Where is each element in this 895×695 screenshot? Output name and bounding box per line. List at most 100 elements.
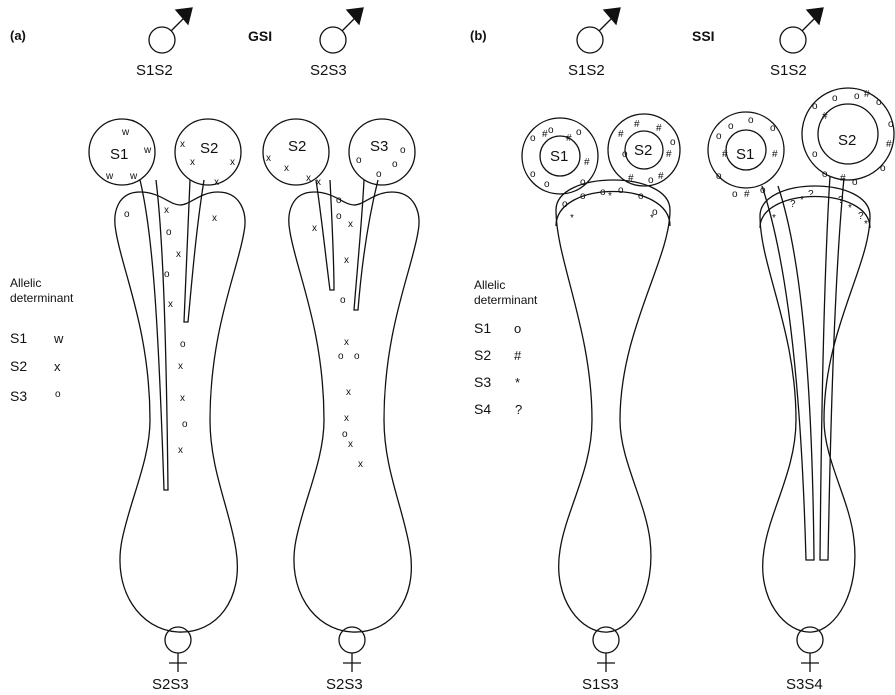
mark-x-a1-p4: x (178, 362, 183, 372)
mark-x-a1-p6: x (178, 446, 183, 456)
mark-b2-s1-4: o (716, 172, 722, 182)
female-symbol-2 (339, 627, 365, 672)
mark-o-a2-p2: o (340, 296, 346, 306)
mark-o-a1-p2: o (164, 270, 170, 280)
legend-b-allele-1: S1 (474, 320, 491, 336)
mark-x-a2-2: x (306, 174, 311, 184)
mark-b2-st4-3: ? (858, 212, 864, 222)
mark-b2-st3-3: * (864, 220, 868, 230)
mark-x-a2-1: x (284, 164, 289, 174)
mark-b1-st3-2: * (650, 214, 654, 224)
mark-b1-s1-4: o (544, 180, 550, 190)
mark-o-a1-p3: o (180, 340, 186, 350)
pollen-tube-a1-s1 (140, 180, 168, 490)
mark-x-a1-p2: x (212, 214, 217, 224)
mark-w-a1-2: w (106, 172, 113, 182)
mark-b2-s2-4: o (888, 120, 894, 130)
mark-b2-s2h-0: # (822, 112, 828, 122)
male-symbol-3 (577, 8, 620, 53)
mark-o-a2-3: o (400, 146, 406, 156)
female-symbol-4 (797, 627, 823, 672)
mark-b1-s1h-0: # (542, 130, 548, 140)
mark-b1-s2o-0: o (622, 150, 628, 160)
legend-b-allele-3: S3 (474, 374, 491, 390)
mark-b1-st-0: o (562, 200, 568, 210)
mark-b1-st3-1: * (608, 192, 612, 202)
mark-b2-s1h-0: # (722, 150, 728, 160)
mark-b2-st4-2: ? (838, 196, 844, 206)
mark-x-a1-p5: x (180, 394, 185, 404)
mark-x-a1-p3: x (168, 300, 173, 310)
mark-x-a2-p7: x (358, 460, 363, 470)
mark-b2-s2-0: o (812, 102, 818, 112)
male-symbol-4 (780, 8, 823, 53)
mark-b1-s1-3: o (530, 170, 536, 180)
mark-x-a1-3: x (214, 178, 219, 188)
pollen-tube-b2-s2 (820, 176, 844, 560)
mark-o-a2-p5: o (342, 430, 348, 440)
pistil-4 (760, 186, 870, 632)
mark-b1-s2-4: # (658, 172, 664, 182)
male-symbol-1 (149, 8, 192, 53)
panel-a-tag: (a) (10, 28, 26, 43)
mark-b2-s2h-2: # (886, 140, 892, 150)
mark-b2-st3-0: * (772, 214, 776, 224)
mark-b2-s2-5: o (812, 150, 818, 160)
mark-b1-s1-5: o (580, 178, 586, 188)
mark-b2-st3-2: * (848, 204, 852, 214)
mark-o-a2-0: o (356, 156, 362, 166)
legend-a-allele-2: S2 (10, 358, 27, 374)
mark-b1-s1h-1: # (566, 134, 572, 144)
mark-x-a2-p3: x (344, 338, 349, 348)
pollen-tube-b2-s1 (762, 186, 814, 560)
mark-b1-st-3: o (618, 186, 624, 196)
legend-b-heading-1: Allelic (474, 278, 505, 293)
mark-x-a1-p0: x (164, 206, 169, 216)
mark-w-a1-3: w (130, 172, 137, 182)
mark-x-a2-p0: x (312, 224, 317, 234)
pollen-tube-a2-s2 (316, 180, 334, 290)
legend-b-heading-2: determinant (474, 293, 537, 308)
mark-x-a2-p1: x (348, 220, 353, 230)
panel-b-tag: (b) (470, 28, 487, 43)
mark-x-a1-1: x (190, 158, 195, 168)
mark-b1-st3-0: * (570, 214, 574, 224)
panel-b-title: SSI (692, 28, 715, 44)
pistil-2 (289, 192, 419, 632)
pollen-label-b1-s1: S1 (550, 148, 568, 165)
mark-b1-s1-1: o (548, 126, 554, 136)
pollen-label-b2-s1: S1 (736, 146, 754, 163)
mark-b1-s2-2: # (656, 124, 662, 134)
mark-b2-s2-2: o (854, 92, 860, 102)
mark-b2-s2h-3: # (840, 174, 846, 184)
legend-a-symbol-2: x (54, 359, 61, 374)
mark-b2-s2-7: o (852, 178, 858, 188)
stigma-b2-band (760, 197, 870, 229)
mark-b2-s1h-1: # (744, 190, 750, 200)
mark-b2-s1-2: o (748, 116, 754, 126)
pollen-tube-a1-s2 (184, 180, 204, 322)
panel-a-title: GSI (248, 28, 272, 44)
female-symbol-3 (593, 627, 619, 672)
female-genotype-b2: S3S4 (786, 676, 823, 693)
mark-b1-st-1: o (580, 192, 586, 202)
male-genotype-a1: S1S2 (136, 62, 173, 79)
mark-b1-s2-3: # (666, 150, 672, 160)
mark-b1-st-2: o (600, 188, 606, 198)
legend-b-symbol-4: ? (515, 402, 522, 417)
mark-o-a1-p0: o (124, 210, 130, 220)
male-genotype-b1: S1S2 (568, 62, 605, 79)
mark-o-a1-p1: o (166, 228, 172, 238)
mark-w-a1-0: w (122, 128, 129, 138)
mark-b1-s2-5: # (628, 174, 634, 184)
mark-b2-s2-6: o (822, 170, 828, 180)
mark-b1-s2-0: # (618, 130, 624, 140)
mark-b2-s1-1: o (728, 122, 734, 132)
mark-x-a2-0: x (266, 154, 271, 164)
mark-x-a2-p6: x (348, 440, 353, 450)
mark-x-a2-p5: x (344, 414, 349, 424)
male-genotype-b2: S1S2 (770, 62, 807, 79)
mark-w-a1-1: w (144, 146, 151, 156)
